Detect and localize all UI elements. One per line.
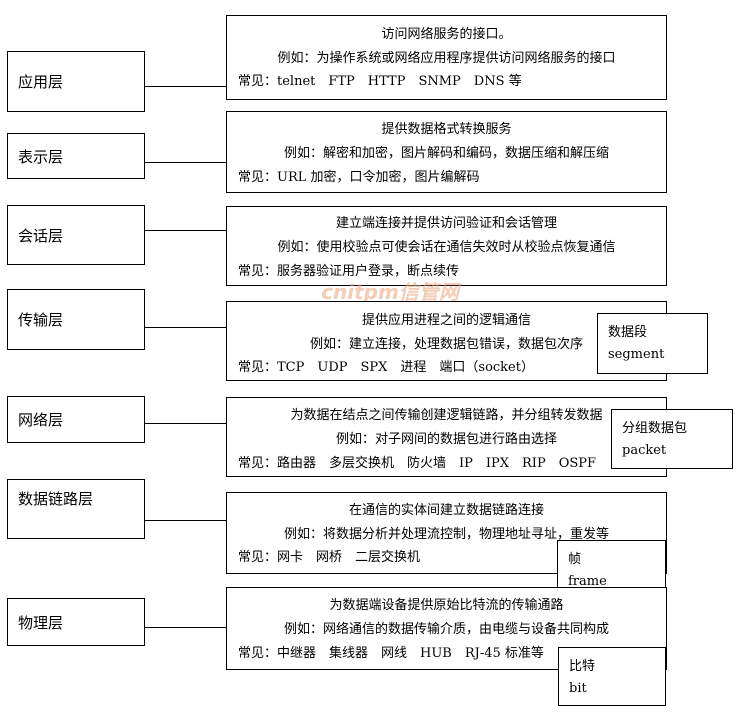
layer-box-session: 会话层 — [7, 205, 145, 265]
pdu-box-packet: 分组数据包 packet — [611, 409, 733, 469]
layer-example: 例如：建立连接，处理数据包错误，数据包次序 — [309, 337, 583, 352]
layer-name: 应用层 — [18, 73, 64, 91]
connector-line — [145, 423, 226, 424]
layer-example: 例如：为操作系统或网络应用程序提供访问网络服务的接口 — [277, 51, 616, 66]
layer-common: 常见：TCP UDP SPX 进程 端口（socket） — [238, 360, 534, 375]
connector-line — [145, 230, 226, 231]
layer-description-application: 访问网络服务的接口。 例如：为操作系统或网络应用程序提供访问网络服务的接口 常见… — [226, 15, 667, 100]
layer-description-data-link: 在通信的实体间建立数据链路连接 例如：将数据分析并处理流控制，物理地址寻址，重发… — [226, 492, 667, 574]
layer-example: 例如：网络通信的数据传输介质，由电缆与设备共同构成 — [283, 622, 609, 637]
layer-description-presentation: 提供数据格式转换服务 例如：解密和加密，图片解码和编码，数据压缩和解压缩 常见：… — [226, 111, 667, 193]
pdu-name-en: frame — [568, 574, 607, 589]
layer-function: 建立端连接并提供访问验证和会话管理 — [335, 216, 557, 231]
connector-line — [145, 86, 226, 87]
layer-name: 物理层 — [18, 613, 64, 632]
connector-line — [145, 520, 226, 521]
layer-example: 例如：解密和加密，图片解码和编码，数据压缩和解压缩 — [283, 146, 609, 161]
pdu-name-cn: 数据段 — [608, 325, 648, 340]
layer-name: 网络层 — [18, 411, 64, 429]
layer-common: 常见：telnet FTP HTTP SNMP DNS 等 — [238, 74, 522, 89]
layer-common: 常见：服务器验证用户登录，断点续传 — [238, 264, 460, 279]
pdu-name-cn: 帧 — [568, 552, 582, 567]
layer-function: 为数据在结点之间传输创建逻辑链路，并分组转发数据 — [290, 408, 603, 423]
pdu-name-en: bit — [569, 681, 587, 696]
layer-box-presentation: 表示层 — [7, 133, 145, 179]
layer-box-transport: 传输层 — [7, 289, 145, 350]
layer-function: 为数据端设备提供原始比特流的传输通路 — [329, 598, 564, 613]
layer-common: 常见：中继器 集线器 网线 HUB RJ-45 标准等 — [238, 646, 544, 661]
layer-example: 例如：使用校验点可使会话在通信失效时从校验点恢复通信 — [277, 240, 616, 255]
layer-name: 会话层 — [18, 226, 64, 245]
layer-name: 数据链路层 — [18, 489, 94, 508]
pdu-box-bit: 比特 bit — [558, 647, 666, 706]
layer-box-physical: 物理层 — [7, 598, 145, 646]
layer-function: 提供应用进程之间的逻辑通信 — [361, 313, 531, 328]
connector-line — [145, 162, 226, 163]
pdu-box-segment: 数据段 segment — [597, 313, 708, 374]
layer-function: 访问网络服务的接口。 — [381, 27, 512, 42]
pdu-name-en: packet — [622, 443, 667, 458]
layer-box-application: 应用层 — [7, 51, 145, 112]
layer-common: 常见：路由器 多层交换机 防火墙 IP IPX RIP OSPF — [238, 456, 597, 471]
layer-description-network: 为数据在结点之间传输创建逻辑链路，并分组转发数据 例如：对子网间的数据包进行路由… — [226, 397, 667, 477]
pdu-name-en: segment — [608, 347, 665, 362]
layer-common: 常见：网卡 网桥 二层交换机 — [238, 550, 421, 565]
layer-box-network: 网络层 — [7, 396, 145, 443]
layer-description-transport: 提供应用进程之间的逻辑通信 例如：建立连接，处理数据包错误，数据包次序 常见：T… — [226, 301, 667, 381]
layer-example: 例如：对子网间的数据包进行路由选择 — [335, 432, 557, 447]
pdu-name-cn: 分组数据包 — [622, 421, 688, 436]
pdu-name-cn: 比特 — [569, 659, 596, 674]
layer-description-physical: 为数据端设备提供原始比特流的传输通路 例如：网络通信的数据传输介质，由电缆与设备… — [226, 587, 667, 670]
connector-line — [145, 627, 226, 628]
layer-name: 传输层 — [18, 311, 64, 329]
layer-name: 表示层 — [18, 147, 64, 166]
layer-box-data-link: 数据链路层 — [7, 479, 145, 539]
layer-function: 在通信的实体间建立数据链路连接 — [348, 503, 544, 518]
layer-common: 常见：URL 加密，口令加密，图片编解码 — [238, 170, 480, 185]
layer-function: 提供数据格式转换服务 — [381, 122, 512, 137]
layer-description-session: 建立端连接并提供访问验证和会话管理 例如：使用校验点可使会话在通信失效时从校验点… — [226, 206, 667, 286]
connector-line — [145, 327, 226, 328]
layer-example: 例如：将数据分析并处理流控制，物理地址寻址，重发等 — [283, 527, 609, 542]
